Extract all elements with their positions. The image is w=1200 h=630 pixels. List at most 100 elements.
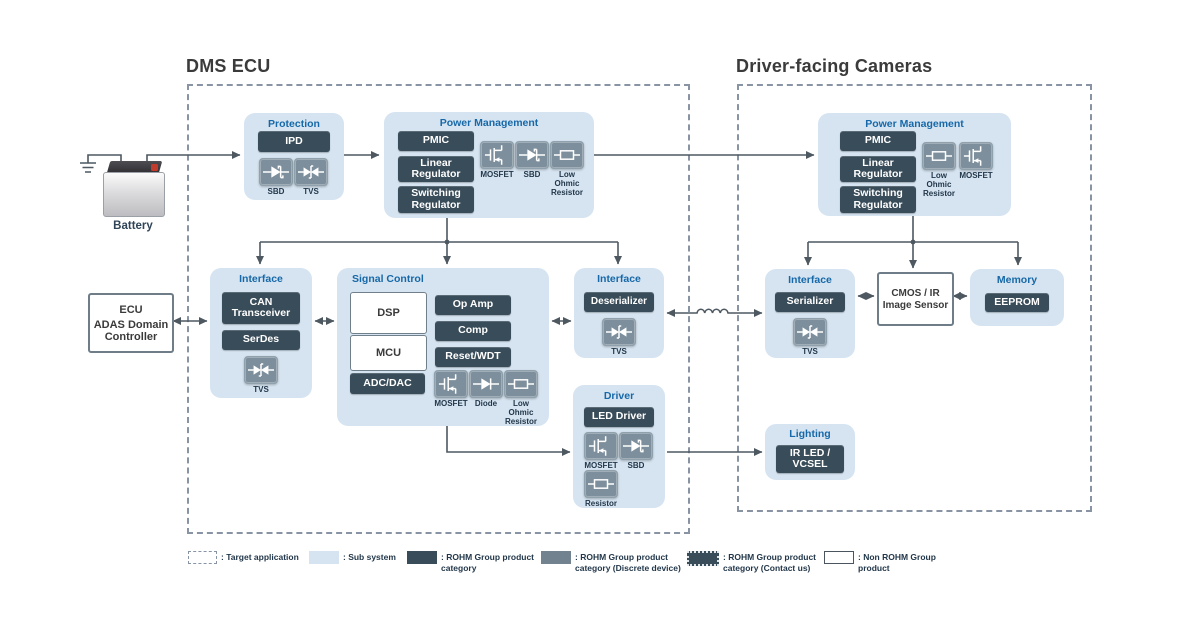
resistor-icon[interactable] — [922, 142, 956, 170]
tvs-icon-label: TVS — [303, 187, 319, 196]
interface-deserializer-block: Interface Deserializer TVS — [574, 268, 664, 358]
power-management-cam-block: Power Management PMIC Linear Regulator S… — [818, 113, 1011, 216]
memory-block: Memory EEPROM — [970, 269, 1064, 326]
battery-body — [103, 172, 165, 217]
mosfet-cell: MOSFET — [480, 141, 514, 180]
adc-dac-button[interactable]: ADC/DAC — [350, 373, 425, 394]
sbd-cell: SBD — [515, 141, 549, 180]
power-management-dms-title: Power Management — [439, 117, 539, 129]
resistor-icon-label: Low Ohmic Resistor — [922, 171, 955, 198]
legend-label: : ROHM Group product category (Contact u… — [723, 552, 817, 574]
pmic-button[interactable]: PMIC — [398, 131, 474, 151]
tvs-icon-label: TVS — [802, 347, 818, 356]
deserializer-button[interactable]: Deserializer — [584, 292, 654, 312]
sbd-icon-label: SBD — [523, 170, 541, 179]
led-driver-button[interactable]: LED Driver — [584, 407, 654, 427]
tvs-cell: TVS — [294, 158, 328, 197]
legend-label: : Non ROHM Group product — [858, 552, 936, 574]
legend-item-target-application: : Target application — [188, 551, 299, 564]
tvs-icon[interactable] — [244, 356, 278, 384]
tvs-icon-label: TVS — [253, 385, 269, 394]
ir-led-vcsel-button[interactable]: IR LED / VCSEL — [776, 445, 844, 473]
eeprom-button[interactable]: EEPROM — [985, 293, 1049, 312]
legend-item-sub-system: : Sub system — [309, 551, 396, 564]
battery-label: Battery — [113, 220, 153, 232]
linear-regulator-button[interactable]: Linear Regulator — [398, 156, 474, 182]
resistor-icon[interactable] — [504, 370, 538, 398]
tvs-icon[interactable] — [294, 158, 328, 186]
comp-button[interactable]: Comp — [435, 321, 511, 341]
sbd-icon[interactable] — [515, 141, 549, 169]
memory-title: Memory — [996, 274, 1038, 286]
can-transceiver-button[interactable]: CAN Transceiver — [222, 292, 300, 324]
sbd-icon-label: SBD — [267, 187, 285, 196]
driver-title: Driver — [603, 390, 635, 402]
diode-icon[interactable] — [469, 370, 503, 398]
sbd-cell: SBD — [259, 158, 293, 197]
mosfet-icon[interactable] — [584, 432, 618, 460]
legend-item-rohm-product: : ROHM Group product category — [407, 551, 534, 574]
tvs-icon[interactable] — [793, 318, 827, 346]
legend-swatch-rohm-product — [407, 551, 437, 564]
reset-wdt-button[interactable]: Reset/WDT — [435, 347, 511, 367]
legend-item-contact-us: : ROHM Group product category (Contact u… — [687, 551, 816, 574]
driver-block: Driver LED Driver MOSFET SBD Resistor — [573, 385, 665, 508]
sbd-icon[interactable] — [259, 158, 293, 186]
mcu-box: MCU — [350, 335, 427, 371]
legend-swatch-non-rohm — [824, 551, 854, 564]
low-ohmic-resistor-cell: Low Ohmic Resistor — [921, 142, 957, 199]
tvs-icon-label: TVS — [611, 347, 627, 356]
mosfet-cell: MOSFET — [958, 142, 994, 181]
lighting-title: Lighting — [789, 428, 831, 440]
interface-deserializer-title: Interface — [597, 273, 641, 285]
tvs-cell: TVS — [793, 318, 827, 357]
mosfet-icon[interactable] — [959, 142, 993, 170]
sbd-icon[interactable] — [619, 432, 653, 460]
ecu-label: ECU — [119, 303, 143, 316]
legend-item-discrete-device: : ROHM Group product category (Discrete … — [541, 551, 681, 574]
diode-icon-label: Diode — [474, 399, 498, 408]
legend-label: : ROHM Group product category — [441, 552, 535, 574]
mosfet-icon[interactable] — [434, 370, 468, 398]
low-ohmic-resistor-cell: Low Ohmic Resistor — [550, 141, 584, 198]
serdes-button[interactable]: SerDes — [222, 330, 300, 350]
resistor-cell: Resistor — [584, 470, 618, 509]
mosfet-icon[interactable] — [480, 141, 514, 169]
sbd-icon-label: SBD — [627, 461, 645, 470]
cmos-line1: CMOS / IR — [891, 287, 940, 299]
resistor-icon-label: Low Ohmic Resistor — [550, 170, 583, 197]
signal-control-block: Signal Control DSP MCU ADC/DAC Op Amp Co… — [337, 268, 549, 426]
sbd-cell: SBD — [619, 432, 653, 471]
lighting-block: Lighting IR LED / VCSEL — [765, 424, 855, 480]
protection-block: Protection IPD SBD TVS — [244, 113, 344, 200]
legend-swatch-discrete-device — [541, 551, 571, 564]
mosfet-icon-label: MOSFET — [584, 461, 618, 470]
serializer-button[interactable]: Serializer — [775, 292, 845, 312]
switching-regulator-button[interactable]: Switching Regulator — [398, 186, 474, 213]
legend-swatch-contact-us — [687, 551, 719, 566]
resistor-icon[interactable] — [550, 141, 584, 169]
ipd-button[interactable]: IPD — [258, 131, 330, 152]
adas-label: ADAS Domain Controller — [93, 318, 169, 343]
cmos-ir-image-sensor-box: CMOS / IR Image Sensor — [877, 272, 954, 326]
mosfet-cell: MOSFET — [434, 370, 468, 409]
battery-illustration: Battery — [100, 158, 166, 232]
interface-can-title: Interface — [239, 273, 283, 285]
switching-regulator-button[interactable]: Switching Regulator — [840, 186, 916, 213]
pmic-button[interactable]: PMIC — [840, 131, 916, 151]
linear-regulator-button[interactable]: Linear Regulator — [840, 156, 916, 182]
resistor-icon-label: Resistor — [584, 499, 617, 508]
battery-terminal-icon — [151, 164, 158, 171]
cmos-line2: Image Sensor — [882, 299, 949, 311]
tvs-icon[interactable] — [602, 318, 636, 346]
mosfet-icon-label: MOSFET — [480, 170, 514, 179]
cameras-region — [737, 84, 1092, 512]
protection-title: Protection — [268, 118, 320, 130]
cameras-title: Driver-facing Cameras — [736, 56, 933, 76]
legend-label: : ROHM Group product category (Discrete … — [575, 552, 681, 574]
resistor-icon[interactable] — [584, 470, 618, 498]
legend-swatch-sub-system — [309, 551, 339, 564]
mosfet-cell: MOSFET — [584, 432, 618, 471]
op-amp-button[interactable]: Op Amp — [435, 295, 511, 315]
